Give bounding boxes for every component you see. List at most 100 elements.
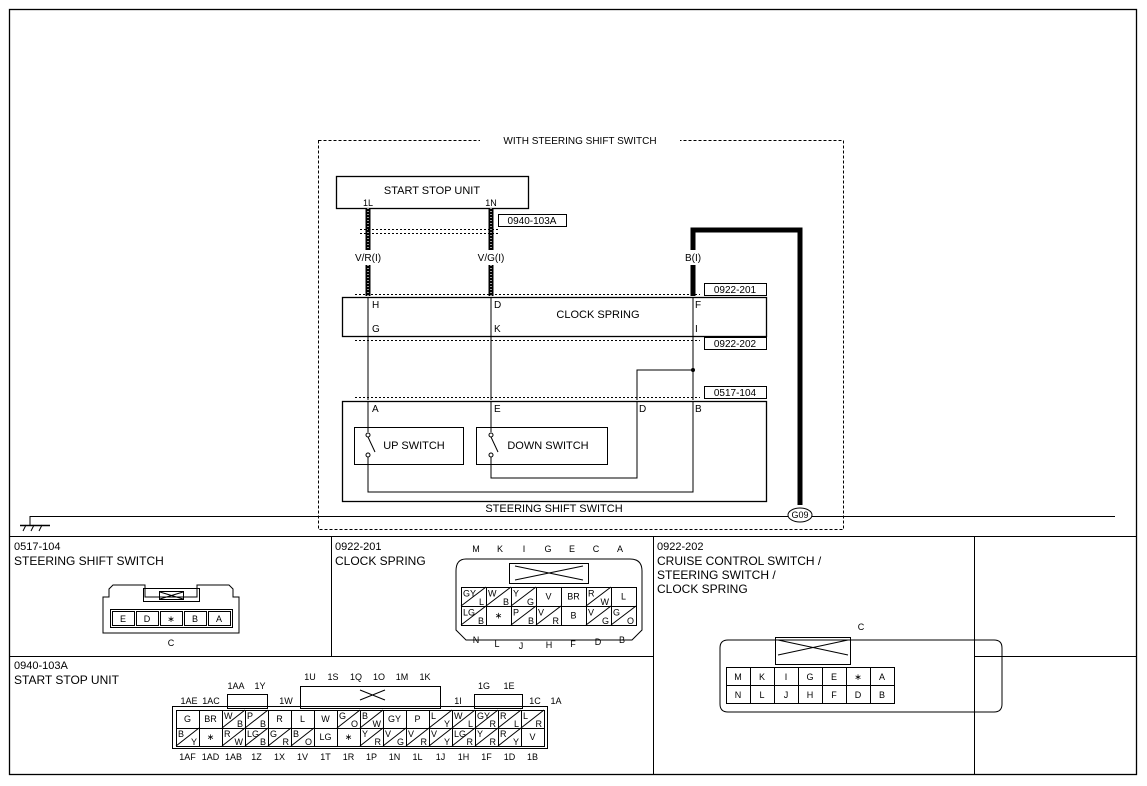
pin-label-bottom: 1AF (179, 752, 196, 762)
up-switch-box (354, 427, 464, 465)
wire-color-a: P (247, 711, 253, 721)
up-switch-label: UP SWITCH (383, 440, 445, 452)
pin-label-top: 1M (396, 672, 409, 682)
ss-pin-a: A (372, 404, 379, 415)
wire-color-b: R (490, 719, 497, 729)
pin-label-top: 1AA (227, 681, 244, 691)
wire-color-a: Y (362, 729, 368, 739)
pin-cell (208, 611, 231, 626)
ss-pin-b: B (695, 404, 702, 415)
wire-color-a: LG (454, 729, 466, 739)
pin-label-bottom: H (546, 640, 553, 650)
connector-tag-0922-201 (704, 283, 767, 296)
start-stop-unit-box (335, 175, 530, 210)
panel-0922-202-top-label: C (858, 622, 865, 632)
cs-pin-k: K (494, 324, 501, 335)
connector-tag-0517-104 (704, 386, 767, 399)
panel-0517-bottom-label: C (168, 638, 175, 648)
wire-color-a: V (431, 729, 437, 739)
pin-label-top: G (544, 544, 551, 554)
pin-1n: 1N (485, 198, 497, 208)
wire-color-b: R (467, 737, 474, 747)
pin-label: D (144, 614, 151, 624)
wire-color-a: G (270, 729, 277, 739)
wire-color-a: B (293, 729, 299, 739)
wire-color: ∗ (345, 732, 353, 742)
wire-color-a: LG (463, 608, 475, 618)
pin-label-top: 1W (279, 696, 293, 706)
pin-label-top: M (472, 544, 480, 554)
wire-color: ∗ (207, 732, 215, 742)
wire-color-b: B (478, 616, 484, 626)
panel-code: 0517-104 (14, 541, 61, 553)
panel-name-line1: CRUISE CONTROL SWITCH / (657, 554, 822, 568)
wire-color: V (545, 592, 551, 602)
pin-label-bottom: J (519, 641, 524, 651)
pin-label-top: 1O (373, 672, 385, 682)
ss-pin-e: E (494, 404, 501, 415)
wire-color: GY (388, 714, 401, 724)
panel-code: 0940-103A (14, 660, 68, 672)
steering-shift-switch-box (341, 400, 768, 503)
pin-label-bottom: L (494, 639, 499, 649)
pin-label: F (831, 690, 837, 700)
pin-cell (160, 611, 183, 626)
pin-label-top: E (569, 544, 575, 554)
pin-label: D (855, 690, 862, 700)
panel-name: CLOCK SPRING (335, 554, 426, 568)
wire-color-a: V (538, 608, 544, 618)
wire-color: V (529, 732, 535, 742)
panel-code: 0922-201 (335, 541, 382, 553)
cs-pin-g: G (372, 324, 380, 335)
panel-name-line3: CLOCK SPRING (657, 582, 748, 596)
connector-0922-201-label: 0922-201 (714, 285, 757, 296)
pin-label: A (216, 614, 222, 624)
pin-label-top: 1G (478, 681, 490, 691)
pin-label-top: C (593, 544, 600, 554)
pin-label-top: 1E (503, 681, 514, 691)
wire-color-b: L (479, 597, 484, 607)
pin-label-top: 1U (304, 672, 316, 682)
wire-color: G (184, 714, 191, 724)
pin-cell (611, 606, 637, 626)
wire-color-b: R (283, 737, 290, 747)
clock-spring-label: CLOCK SPRING (556, 309, 639, 321)
wire-color-a: GY (477, 711, 490, 721)
pin-label-top: 1A (550, 696, 561, 706)
pin-label: L (759, 690, 764, 700)
wire-color-a: L (431, 711, 436, 721)
wire-b-label: B(I) (685, 253, 701, 264)
down-switch-box (476, 427, 608, 465)
pin-label-bottom: 1D (504, 752, 516, 762)
wire-color: R (276, 714, 283, 724)
wire-color: BR (204, 714, 217, 724)
pin-label-bottom: 1H (458, 752, 470, 762)
wire-b-ground (690, 227, 803, 505)
wire-color-b: O (627, 616, 634, 626)
pin-label: E (831, 672, 837, 682)
pin-cell (112, 611, 135, 626)
wire-color-b: L (468, 719, 473, 729)
panel-name: START STOP UNIT (14, 673, 120, 687)
cs-pin-h: H (372, 300, 379, 311)
pin-label-bottom: 1J (436, 752, 446, 762)
wire-color-b: W (601, 597, 610, 607)
connector-tag-0940 (498, 214, 567, 227)
pin-cell (521, 728, 545, 747)
wire-color-a: V (385, 729, 391, 739)
wire-color: ∗ (495, 611, 503, 621)
wire-color-a: W (488, 589, 497, 599)
pin-label: ∗ (854, 672, 862, 682)
ground-point-g09 (787, 507, 813, 523)
pin-label-top: 1Y (254, 681, 265, 691)
pin-label-bottom: 1B (527, 752, 538, 762)
wire-color-b: Y (444, 737, 450, 747)
pin-label-bottom: 1V (297, 752, 308, 762)
pin-label-bottom: 1P (366, 752, 377, 762)
wire-color-a: R (500, 711, 507, 721)
wire-color-b: R (490, 737, 497, 747)
pin-label: K (759, 672, 765, 682)
connector-0517-104-label: 0517-104 (714, 388, 757, 399)
